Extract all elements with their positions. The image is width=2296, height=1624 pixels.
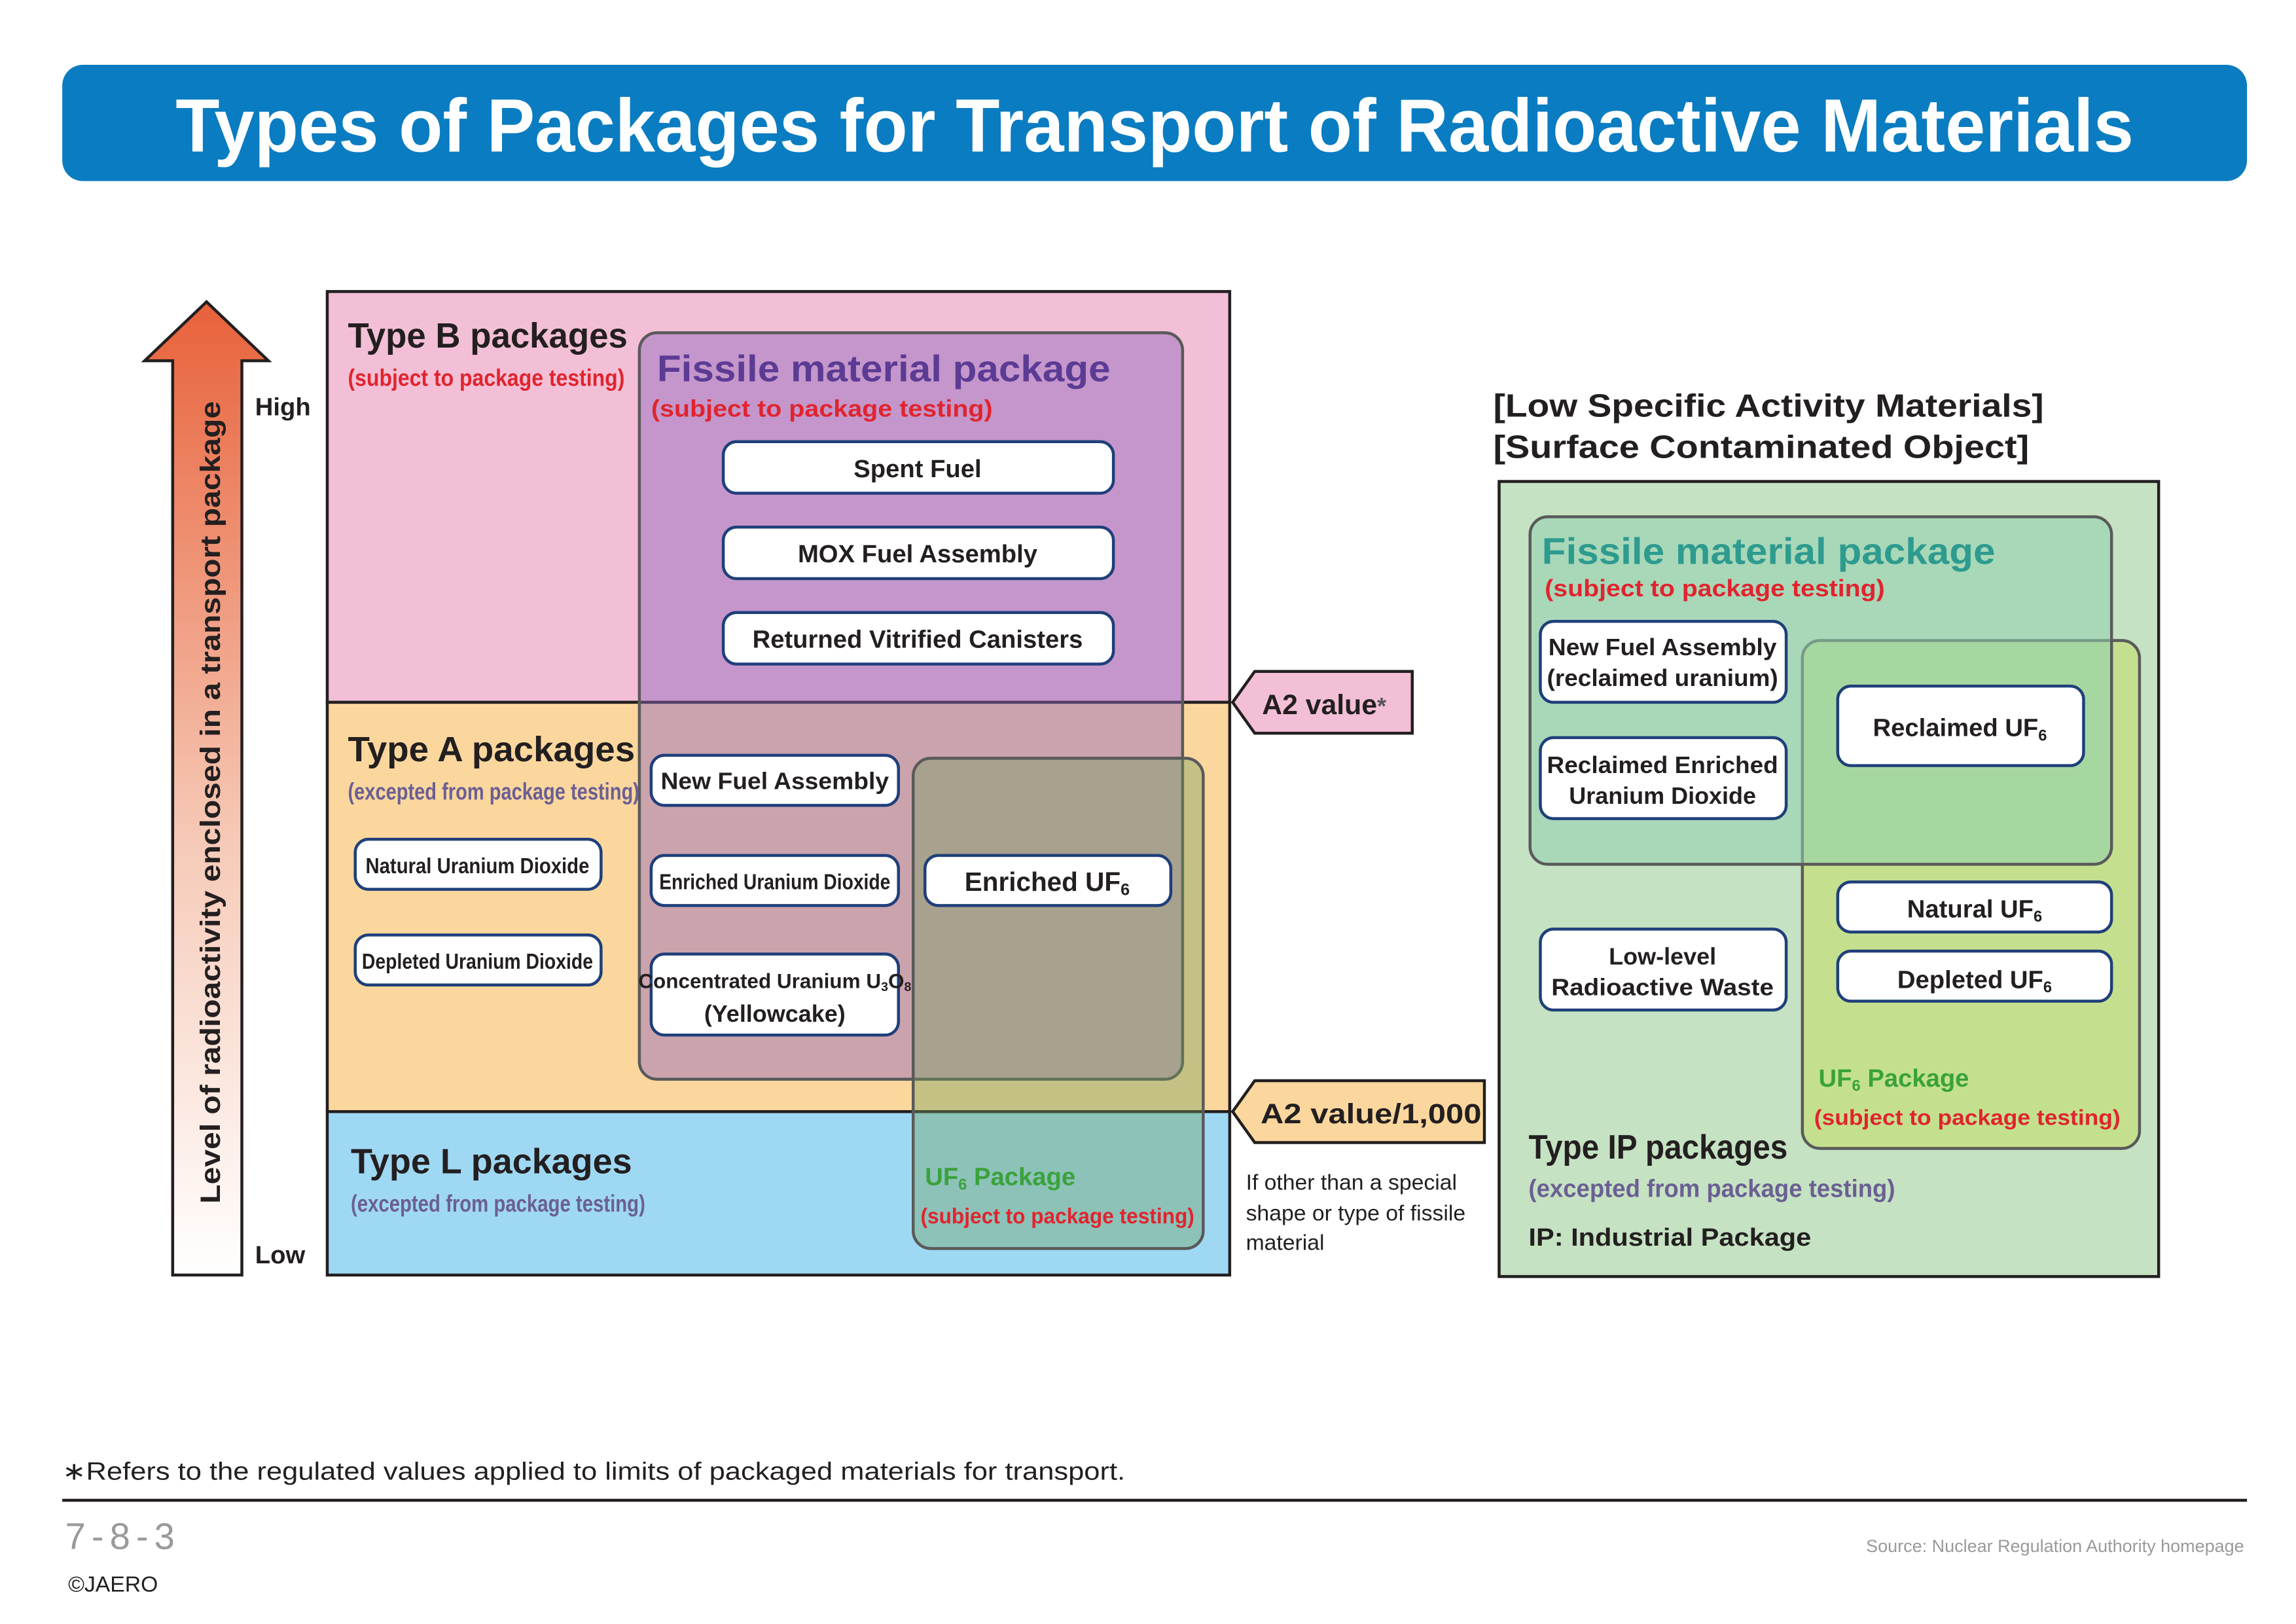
svg-text:A2 value*: A2 value* [1262,689,1386,721]
svg-text:Low-level: Low-level [1609,943,1716,969]
a2-value-1000-marker: A2 value/1,000 [1230,1079,1486,1144]
item-enriched-uf6: Enriched UF6 [923,854,1173,907]
svg-text:Returned Vitrified Canisters: Returned Vitrified Canisters [753,626,1083,654]
axis-low-label: Low [255,1241,306,1269]
right-heading-sco: [Surface Contaminated Object] [1493,429,2029,465]
item-mox-fuel: MOX Fuel Assembly [721,526,1115,581]
svg-text:Natural Uranium Dioxide: Natural Uranium Dioxide [365,854,589,878]
svg-text:MOX Fuel Assembly: MOX Fuel Assembly [798,540,1038,568]
svg-text:(Yellowcake): (Yellowcake) [704,1000,846,1027]
svg-text:Concentrated Uranium U3O8: Concentrated Uranium U3O8 [638,969,911,994]
svg-text:Natural UF6: Natural UF6 [1907,895,2042,926]
type-a-title: Type A packages [348,730,635,769]
svg-text:If other than a special: If other than a special [1246,1170,1457,1195]
title-banner [62,64,2248,181]
type-l-note: (excepted from package testing) [351,1190,645,1217]
item-vitrified-canisters: Returned Vitrified Canisters [721,611,1115,666]
svg-text:Uranium Dioxide: Uranium Dioxide [1569,782,1756,809]
svg-text:Depleted UF6: Depleted UF6 [1897,965,2052,996]
item-concentrated-uranium: Concentrated Uranium U3O8 (Yellowcake) [638,952,911,1037]
svg-text:Enriched UF6: Enriched UF6 [965,867,1130,899]
svg-text:Spent Fuel: Spent Fuel [853,455,981,483]
svg-text:Enriched Uranium Dioxide: Enriched Uranium Dioxide [659,870,890,895]
item-enriched-uranium-dioxide: Enriched Uranium Dioxide [649,854,900,907]
svg-text:A2 value/1,000: A2 value/1,000 [1261,1098,1481,1130]
uf6-package-note: (subject to package testing) [920,1204,1194,1229]
page-number: 7-8-3 [65,1515,181,1557]
type-ip-title: Type IP packages [1528,1128,1787,1166]
fissile-title: Fissile material package [657,348,1111,389]
item-new-fuel-reclaimed: New Fuel Assembly (reclaimed uranium) [1539,619,1788,704]
item-new-fuel-assembly: New Fuel Assembly [649,753,900,807]
ip-uf6-package-note: (subject to package testing) [1814,1105,2121,1130]
ip-fissile-note: (subject to package testing) [1545,575,1885,602]
a2-value-marker: A2 value* [1230,670,1414,735]
item-depleted-uranium-dioxide: Depleted Uranium Dioxide [353,933,603,987]
uf6-package-title: UF6 Package [925,1163,1075,1194]
item-natural-uf6: Natural UF6 [1836,880,2113,934]
page-title: Types of Packages for Transport of Radio… [175,84,2134,168]
item-spent-fuel: Spent Fuel [721,440,1115,495]
type-b-note: (subject to package testing) [348,364,624,391]
type-ip-legend: IP: Industrial Package [1528,1223,1811,1252]
svg-text:shape or type of fissile: shape or type of fissile [1246,1201,1466,1226]
item-depleted-uf6: Depleted UF6 [1836,949,2113,1003]
type-l-title: Type L packages [351,1142,632,1182]
item-reclaimed-enriched-uo2: Reclaimed Enriched Uranium Dioxide [1539,736,1788,820]
type-a-note: (excepted from package testing) [348,778,639,804]
type-b-title: Type B packages [348,316,627,355]
svg-text:(reclaimed uranium): (reclaimed uranium) [1547,664,1778,691]
svg-text:Reclaimed Enriched: Reclaimed Enriched [1547,751,1778,778]
radioactivity-level-arrow [141,300,272,1277]
svg-text:Reclaimed UF6: Reclaimed UF6 [1873,714,2047,745]
svg-text:Radioactive Waste: Radioactive Waste [1551,974,1774,1001]
svg-text:New Fuel Assembly: New Fuel Assembly [660,768,889,795]
fissile-note: (subject to package testing) [651,395,993,422]
ip-fissile-title: Fissile material package [1542,530,1996,571]
item-low-level-waste: Low-level Radioactive Waste [1539,928,1788,1012]
axis-high-label: High [255,393,311,421]
axis-label: Level of radioactivity enclosed in a tra… [195,401,226,1204]
svg-text:material: material [1246,1231,1325,1255]
svg-text:Depleted Uranium Dioxide: Depleted Uranium Dioxide [362,949,593,974]
footnote: ∗Refers to the regulated values applied … [62,1458,1125,1486]
item-natural-uranium-dioxide: Natural Uranium Dioxide [353,837,603,891]
type-ip-note: (excepted from package testing) [1528,1175,1895,1203]
right-heading-lsa: [Low Specific Activity Materials] [1493,388,2043,424]
copyright: ©JAERO [68,1572,158,1597]
item-reclaimed-uf6: Reclaimed UF6 [1836,684,2085,767]
svg-text:New Fuel Assembly: New Fuel Assembly [1549,634,1777,660]
a2-1000-footnote: If other than a special shape or type of… [1246,1170,1466,1255]
ip-uf6-package-title: UF6 Package [1819,1064,1969,1095]
source-note: Source: Nuclear Regulation Authority hom… [1866,1536,2244,1556]
